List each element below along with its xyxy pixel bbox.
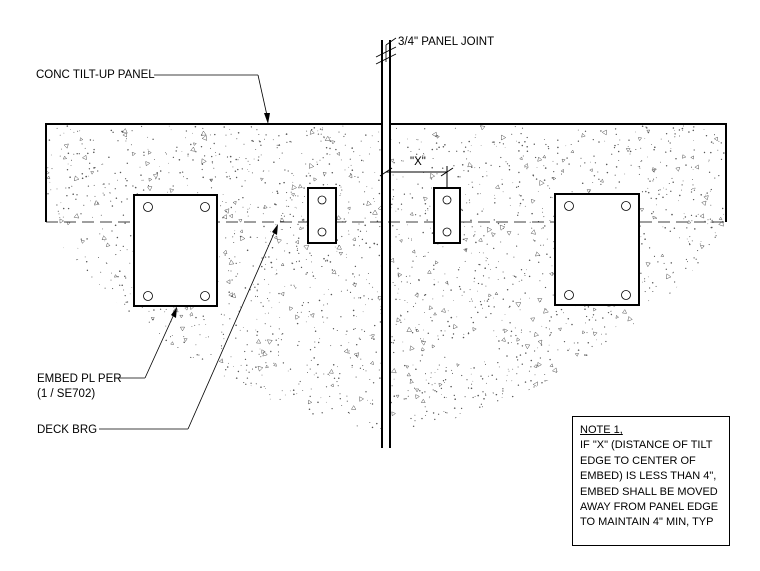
note-line: EMBED) IS LESS THAN 4",: [580, 470, 717, 483]
embed-plate-callout: EMBED PL PER (1 / SE702): [37, 307, 177, 400]
note-title: NOTE 1,: [580, 424, 623, 436]
deck-bearing-callout: DECK BRG: [37, 224, 278, 436]
tilt-up-panel-label: CONC TILT-UP PANEL: [36, 69, 155, 81]
note-line: EMBED SHALL BE MOVED: [580, 485, 718, 498]
note-line: AWAY FROM PANEL EDGE: [580, 501, 719, 514]
large-embed-plate-right: [554, 193, 640, 306]
note-line: EDGE TO CENTER OF: [580, 454, 696, 467]
anchor-stud-icon: [442, 195, 452, 205]
note-line: TO MAINTAIN 4" MIN, TYP: [580, 516, 714, 529]
embed-pl-label-line2: (1 / SE702): [37, 388, 95, 400]
large-embed-plate-left: [133, 194, 218, 307]
anchor-stud-icon: [621, 201, 631, 211]
note-line: IF "X" (DISTANCE OF TILT: [580, 439, 713, 452]
anchor-stud-icon: [317, 227, 327, 237]
left-tilt-up-panel: [45, 123, 382, 222]
anchor-stud-icon: [564, 201, 574, 211]
anchor-stud-icon: [317, 195, 327, 205]
anchor-stud-icon: [564, 290, 574, 300]
deck-brg-label: DECK BRG: [37, 424, 97, 436]
panel-joint-label: 3/4" PANEL JOINT: [398, 36, 494, 48]
anchor-stud-icon: [200, 202, 210, 212]
dimension-x: "X": [379, 156, 454, 188]
right-tilt-up-panel: [390, 123, 727, 222]
anchor-stud-icon: [200, 291, 210, 301]
tilt-up-panel-callout: CONC TILT-UP PANEL: [36, 69, 270, 124]
dimension-x-label: "X": [410, 156, 426, 168]
small-embed-plate-left: [307, 187, 337, 244]
anchor-stud-icon: [442, 227, 452, 237]
anchor-stud-icon: [143, 202, 153, 212]
anchor-stud-icon: [621, 290, 631, 300]
panel-joint-callout: 3/4" PANEL JOINT: [375, 36, 494, 65]
embed-pl-label-line1: EMBED PL PER: [37, 373, 122, 385]
small-embed-plate-right: [433, 187, 461, 244]
anchor-stud-icon: [143, 291, 153, 301]
note-box: NOTE 1, IF "X" (DISTANCE OF TILT EDGE TO…: [572, 416, 730, 546]
